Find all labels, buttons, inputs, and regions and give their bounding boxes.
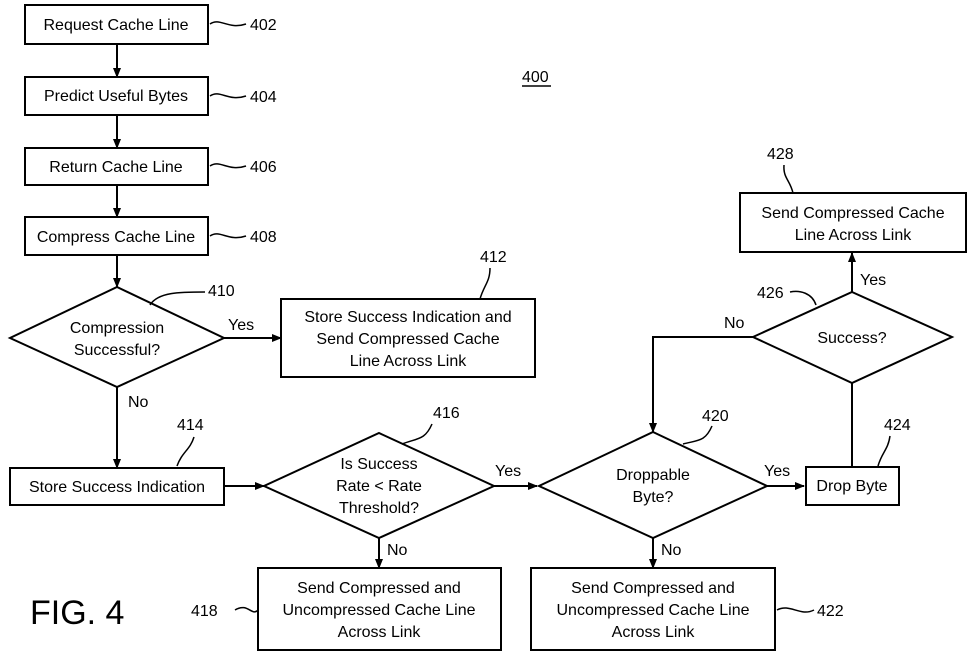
step-box xyxy=(257,567,502,651)
ref-426: 426 xyxy=(757,285,784,302)
no-label-410: No xyxy=(128,394,149,411)
step-box xyxy=(24,147,209,186)
step-box xyxy=(530,567,776,651)
edge-labels: Yes No Yes No Yes No Yes No xyxy=(128,272,886,559)
step-label: Line Across Link xyxy=(795,227,913,244)
step-402: Request Cache Line xyxy=(24,4,209,45)
no-label-416: No xyxy=(387,542,408,559)
decision-420: Droppable Byte? xyxy=(536,430,770,540)
decision-label: Droppable xyxy=(616,467,690,484)
step-box xyxy=(280,298,536,378)
decision-label: Rate < Rate xyxy=(336,478,422,495)
leader-402 xyxy=(209,21,247,27)
decision-426: Success? xyxy=(750,290,955,385)
decision-label: Is Success xyxy=(340,456,417,473)
leader-414 xyxy=(176,436,195,467)
step-412: Store Success Indication and Send Compre… xyxy=(280,298,536,378)
ref-418: 418 xyxy=(191,603,218,620)
leader-428 xyxy=(783,164,794,194)
decision-diamond xyxy=(7,285,227,389)
decision-label: Byte? xyxy=(633,489,674,506)
step-label: Compress Cache Line xyxy=(37,229,195,246)
step-label: Line Across Link xyxy=(350,353,468,370)
step-414: Store Success Indication xyxy=(9,467,225,506)
arrow-426-420-no xyxy=(649,336,753,433)
step-box xyxy=(24,216,209,256)
step-406: Return Cache Line xyxy=(24,147,209,186)
ref-406: 406 xyxy=(250,159,277,176)
ref-416: 416 xyxy=(433,405,460,422)
yes-label-426: Yes xyxy=(860,272,886,289)
leader-408 xyxy=(209,233,247,239)
step-428: Send Compressed Cache Line Across Link xyxy=(739,192,967,253)
ref-414: 414 xyxy=(177,417,204,434)
ref-408: 408 xyxy=(250,229,277,246)
step-418: Send Compressed and Uncompressed Cache L… xyxy=(257,567,502,651)
step-label: Send Compressed and xyxy=(297,580,461,597)
step-label: Request Cache Line xyxy=(44,17,189,34)
yes-label-420: Yes xyxy=(764,463,790,480)
step-label: Uncompressed Cache Line xyxy=(557,602,750,619)
step-label: Store Success Indication xyxy=(29,479,205,496)
leader-406 xyxy=(209,163,247,169)
step-label: Send Compressed Cache xyxy=(761,205,944,222)
leader-416 xyxy=(401,423,433,445)
step-label: Predict Useful Bytes xyxy=(44,88,188,105)
leader-420 xyxy=(682,425,713,445)
ref-424: 424 xyxy=(884,417,911,434)
figure-number: 400 xyxy=(522,69,551,87)
decision-label: Compression xyxy=(70,320,164,337)
decision-diamond xyxy=(750,290,955,385)
step-404: Predict Useful Bytes xyxy=(24,76,209,116)
decision-diamond xyxy=(261,431,497,540)
decision-diamond xyxy=(536,430,770,540)
decision-label: Threshold? xyxy=(339,500,419,517)
decision-410: Compression Successful? xyxy=(7,285,227,389)
leader-412 xyxy=(479,267,491,300)
step-label: Across Link xyxy=(338,624,422,641)
yes-label-416: Yes xyxy=(495,463,521,480)
step-box xyxy=(9,467,225,506)
step-424: Drop Byte xyxy=(805,466,900,506)
step-label: Return Cache Line xyxy=(49,159,183,176)
step-422: Send Compressed and Uncompressed Cache L… xyxy=(530,567,776,651)
step-label: Store Success Indication and xyxy=(304,309,511,326)
no-label-426: No xyxy=(724,315,745,332)
ref-422: 422 xyxy=(817,603,844,620)
step-label: Uncompressed Cache Line xyxy=(283,602,476,619)
leader-426 xyxy=(789,290,817,306)
figure-number-text: 400 xyxy=(522,69,549,86)
ref-402: 402 xyxy=(250,17,277,34)
step-box xyxy=(805,466,900,506)
step-label: Send Compressed and xyxy=(571,580,735,597)
ref-404: 404 xyxy=(250,89,277,106)
figure-label: FIG. 4 xyxy=(30,594,124,632)
leader-404 xyxy=(209,93,247,99)
ref-420: 420 xyxy=(702,408,729,425)
no-label-420: No xyxy=(661,542,682,559)
decision-label: Success? xyxy=(817,330,886,347)
connectors xyxy=(113,44,856,569)
leader-410 xyxy=(149,291,206,306)
step-box xyxy=(739,192,967,253)
leader-424 xyxy=(877,435,891,467)
yes-label-410: Yes xyxy=(228,317,254,334)
step-label: Across Link xyxy=(612,624,696,641)
leader-422 xyxy=(776,607,815,613)
ref-412: 412 xyxy=(480,249,507,266)
step-box xyxy=(24,76,209,116)
ref-410: 410 xyxy=(208,283,235,300)
reference-leaders xyxy=(149,21,891,613)
leader-418 xyxy=(234,606,259,613)
step-box xyxy=(24,4,209,45)
reference-numerals: 402 404 406 408 410 412 414 416 418 420 … xyxy=(177,17,911,620)
step-408: Compress Cache Line xyxy=(24,216,209,256)
decision-label: Successful? xyxy=(74,342,160,359)
step-label: Send Compressed Cache xyxy=(316,331,499,348)
step-label: Drop Byte xyxy=(816,478,887,495)
ref-428: 428 xyxy=(767,146,794,163)
decision-416: Is Success Rate < Rate Threshold? xyxy=(261,431,497,540)
